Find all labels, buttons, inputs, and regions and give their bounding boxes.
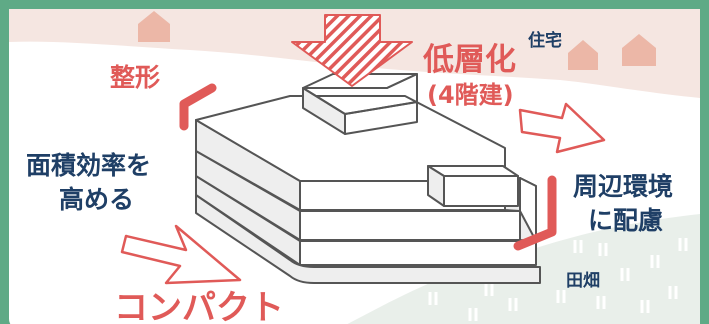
house-icon [622, 34, 656, 66]
label-area-efficiency-line1: 面積効率を [26, 151, 152, 180]
label-area-efficiency-line2: 高める [59, 185, 135, 214]
label-seikei: 整形 [110, 63, 161, 92]
building-floor-2-front [299, 210, 521, 241]
down-arrow-icon [291, 14, 413, 87]
building-illustration [195, 73, 541, 284]
building-roof [195, 95, 506, 182]
label-surroundings-line1: 周辺環境 [573, 172, 674, 201]
arrow-icon [518, 102, 606, 154]
house-icon [138, 11, 170, 42]
label-surroundings-line2: に配慮 [588, 206, 664, 235]
label-compact: コンパクト [114, 288, 284, 324]
building-annex-side [427, 165, 445, 207]
arrow-icon [120, 224, 242, 285]
label-housing: 住宅 [528, 31, 562, 51]
bracket-icon [179, 83, 217, 131]
building-penthouse-edge [302, 73, 418, 115]
house-icon [568, 40, 598, 70]
building-plinth [195, 194, 541, 284]
label-low-rise: 低層化 [423, 42, 516, 78]
label-farmland: 田畑 [566, 271, 600, 291]
building-annex-front [443, 175, 519, 207]
building-floor-1-front [299, 240, 537, 266]
bracket-icon [513, 175, 557, 251]
label-four-floors: (4階建) [427, 81, 514, 109]
